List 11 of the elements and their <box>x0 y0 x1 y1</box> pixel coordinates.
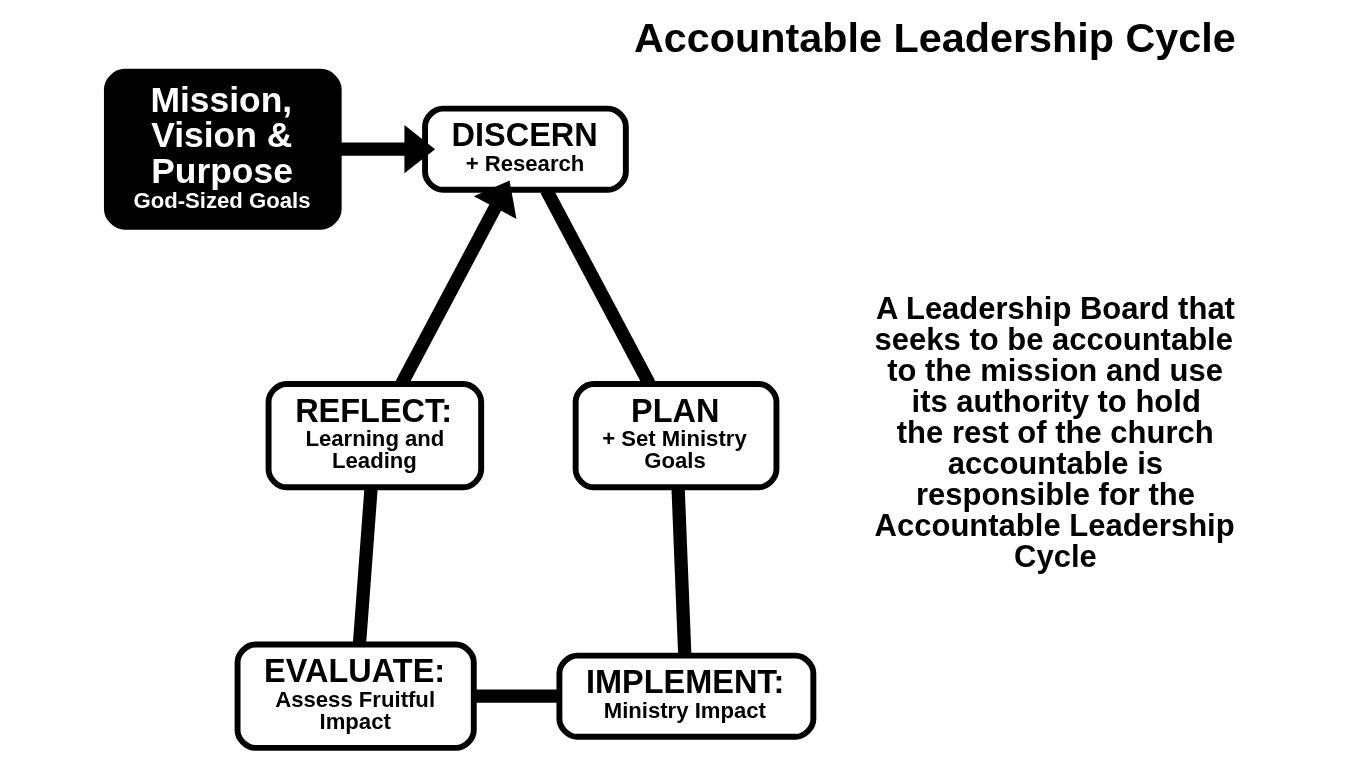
node-box: Mission, Vision & Purpose God-Sized Goals <box>103 68 342 230</box>
node-box: EVALUATE: Assess Fruitful Impact <box>234 641 477 751</box>
connector <box>671 487 692 656</box>
arrow <box>339 125 436 174</box>
node-box: PLAN + Set Ministry Goals <box>572 381 780 491</box>
connector <box>473 689 560 703</box>
label: A Leadership Board that seeks to be accountable to the mission and use its authority to hold the rest of the church accountable is responsible for the Accountable Leadership Cycle <box>874 291 1235 575</box>
diagram-title: Accountable Leadership Cycle <box>633 14 1236 61</box>
node-box: REFLECT: Learning and Leading <box>265 381 485 491</box>
node-box: DISCERN + Research <box>422 105 629 193</box>
node-box: IMPLEMENT: Ministry Impact <box>556 652 817 740</box>
